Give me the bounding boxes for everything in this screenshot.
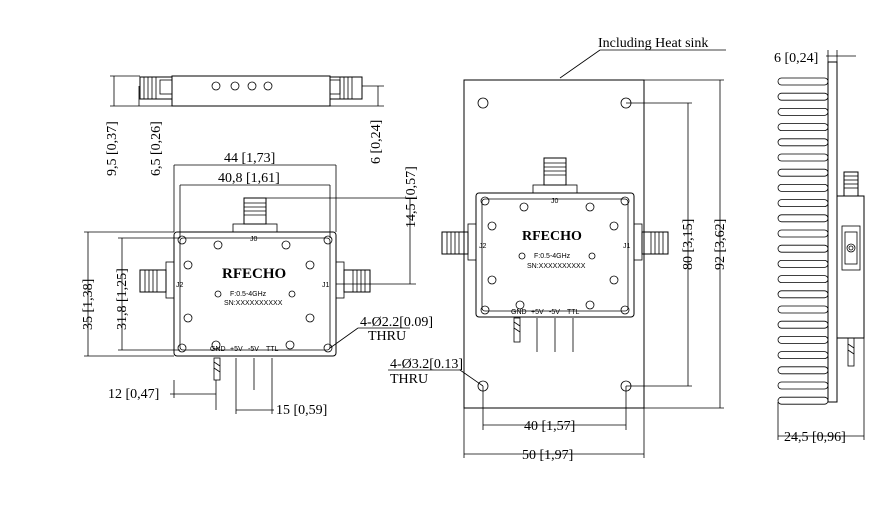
thru-label-2: THRU <box>390 372 428 387</box>
heatsink-fin <box>777 183 829 192</box>
dim-40: 40 [1,57] <box>524 419 575 434</box>
heatsink-fin <box>777 229 829 238</box>
hs-port-j0-label: J0 <box>551 198 559 205</box>
heatsink-fin <box>777 335 829 344</box>
heatsink-fin <box>777 168 829 177</box>
top-side-view: 9,5 [0,37] 6,5 [0,26] 6 [0,24] <box>105 75 384 176</box>
hs-pin-gnd-label: GND <box>511 309 527 316</box>
heatsink-fin <box>777 275 829 284</box>
heatsink-fin <box>777 214 829 223</box>
side-body <box>171 75 331 107</box>
dim-9-5: 9,5 [0,37] <box>105 121 120 176</box>
dim-50: 50 [1,97] <box>522 448 573 463</box>
dim-80: 80 [3,15] <box>681 219 696 270</box>
heatsink-fins <box>777 77 829 405</box>
hs-port-j2-label: J2 <box>479 243 487 250</box>
heatsink-fin <box>777 366 829 375</box>
hs-port-j1-label: J1 <box>623 243 631 250</box>
pin-ttl-label: TTL <box>266 346 279 353</box>
brand-label: RFECHO <box>222 266 286 282</box>
hs-pin-p5v-label: +5V <box>531 309 544 316</box>
pin-m5v-label: -5V <box>248 346 259 353</box>
dim-40-8: 40,8 [1,61] <box>218 171 280 186</box>
heatsink-fin <box>777 259 829 268</box>
port-j1-label: J1 <box>322 282 330 289</box>
heatsink-fin <box>777 351 829 360</box>
dim-14-5: 14,5 [0,57] <box>404 166 419 228</box>
thru-label-1: THRU <box>368 329 406 344</box>
heatsink-fin <box>777 396 829 405</box>
dim-31-8: 31,8 [1,25] <box>115 268 130 330</box>
dim-24-5: 24,5 [0,96] <box>784 430 846 445</box>
heatsink-fin <box>777 290 829 299</box>
heatsink-fin <box>777 92 829 101</box>
heatsink-plate <box>463 79 645 409</box>
heatsink-fin <box>777 381 829 390</box>
dim-6-top: 6 [0,24] <box>774 51 818 66</box>
hs-serial-label: SN:XXXXXXXXXX <box>527 263 586 270</box>
heatsink-fin <box>777 320 829 329</box>
front-view-module: J0 J2 J1 RFECHO F:0.5-4GHz SN:XXXXXXXXXX… <box>81 151 433 418</box>
heatsink-fin <box>777 77 829 86</box>
port-j2-label: J2 <box>176 282 184 289</box>
heatsink-fin <box>777 123 829 131</box>
serial-label: SN:XXXXXXXXXX <box>224 300 283 307</box>
heatsink-fin <box>777 244 829 253</box>
dim-15: 15 [0,59] <box>276 403 327 418</box>
pin-gnd-label: GND <box>210 346 226 353</box>
port-j0-label: J0 <box>250 236 258 243</box>
heatsink-note: Including Heat sink <box>598 36 708 51</box>
heatsink-fin <box>777 138 829 147</box>
heatsink-fin <box>777 199 829 208</box>
heatsink-fin <box>777 153 829 162</box>
dim-35: 35 [1,38] <box>81 279 96 330</box>
dim-92: 92 [3,62] <box>713 219 728 270</box>
heatsink-fin <box>777 305 829 314</box>
heatsink-side-view: 6 [0,24] 24,5 [0,96] <box>774 50 865 445</box>
dim-6-side: 6 [0,24] <box>369 120 384 164</box>
dim-12: 12 [0,47] <box>108 387 159 402</box>
hs-freq-label: F:0.5-4GHz <box>534 253 571 260</box>
hs-brand-label: RFECHO <box>522 229 582 244</box>
hs-pin-m5v-label: -5V <box>549 309 560 316</box>
dim-44: 44 [1,73] <box>224 151 275 166</box>
dim-6-5: 6,5 [0,26] <box>149 121 164 176</box>
heatsink-base <box>827 61 838 403</box>
heatsink-front-view: J0 J2 J1 RFECHO F:0.5-4GHz SN:XXXXXXXXXX… <box>388 36 728 463</box>
freq-label: F:0.5-4GHz <box>230 291 267 298</box>
hole-22-label: 4-Ø2.2[0.09] <box>360 315 433 330</box>
heatsink-fin <box>777 108 829 116</box>
hole-32-label: 4-Ø3.2[0.13] <box>390 357 463 372</box>
hs-pin-ttl-label: TTL <box>567 309 580 316</box>
pin-p5v-label: +5V <box>230 346 243 353</box>
